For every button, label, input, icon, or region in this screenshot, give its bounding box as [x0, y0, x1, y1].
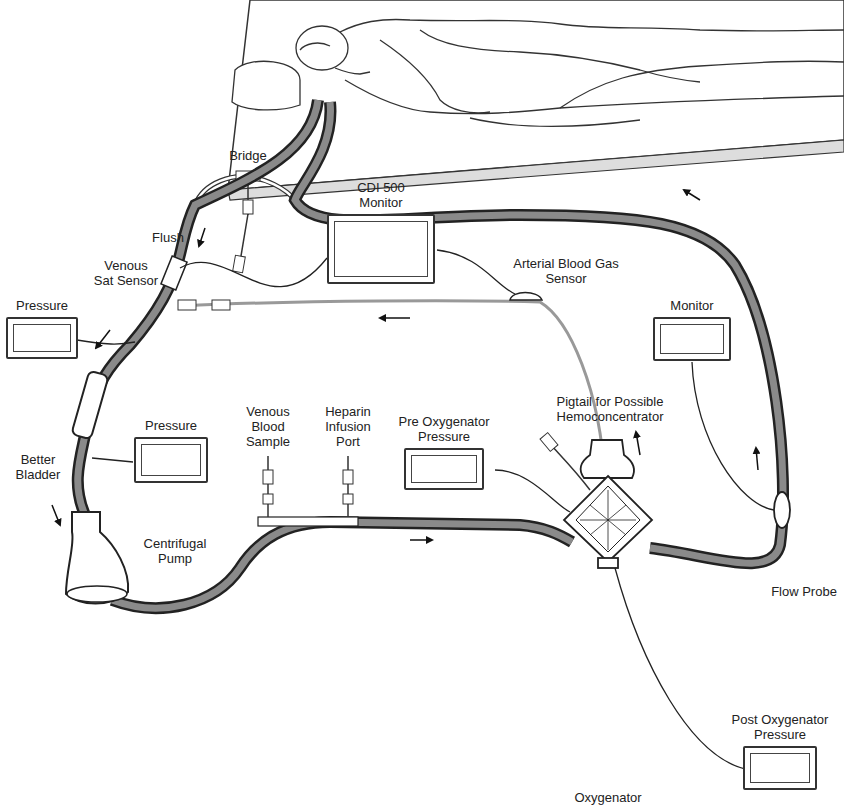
- illustration-part: [564, 476, 652, 562]
- illustration-part: [52, 505, 60, 525]
- screen-display: [141, 444, 201, 476]
- illustration-part: [300, 43, 330, 50]
- monitor-label: Post Oxygenator Pressure: [723, 712, 837, 742]
- monitor-screen: [327, 214, 435, 284]
- illustration-part: [756, 448, 758, 470]
- screen-display: [13, 324, 71, 352]
- illustration-part: [615, 568, 750, 770]
- illustration-part: [580, 490, 636, 550]
- illustration-part: [295, 102, 783, 563]
- illustration-part: [78, 100, 318, 515]
- part-label: Flush: [143, 230, 193, 245]
- illustration-part: [581, 440, 634, 478]
- better-bladder: [71, 371, 108, 440]
- illustration-part: [598, 558, 618, 568]
- illustration-part: [112, 522, 572, 608]
- illustration-part: [470, 118, 640, 127]
- monitor-box: Post Oxygenator Pressure: [722, 712, 838, 790]
- part-label: Flow Probe: [766, 584, 842, 599]
- monitor-screen: [404, 448, 484, 490]
- illustration-part: [576, 486, 640, 552]
- illustration-part: [77, 340, 135, 344]
- illustration-part: [380, 317, 410, 319]
- illustration-part: [495, 470, 570, 512]
- illustration-part: [343, 494, 353, 504]
- part-label: Arterial Blood Gas Sensor: [511, 256, 621, 286]
- pillow: [232, 61, 300, 110]
- monitor-screen: [743, 746, 817, 790]
- monitor-box: Pressure: [5, 298, 79, 359]
- screen-display: [411, 455, 477, 483]
- illustration-part: [410, 539, 432, 541]
- illustration-part: [345, 80, 844, 114]
- illustration-part: [692, 362, 774, 510]
- centrifugal-pump: [66, 512, 128, 604]
- illustration-part: [295, 102, 783, 563]
- illustration-part: [560, 61, 844, 108]
- illustration-part: [380, 40, 490, 113]
- illustration-part: [180, 258, 327, 287]
- illustration-part: [343, 470, 353, 484]
- pigtail-connector: [540, 433, 558, 452]
- flow-probe: [774, 492, 790, 528]
- patient: [296, 20, 844, 127]
- flush-connector: [233, 255, 246, 272]
- illustration-part: [182, 301, 605, 480]
- flow-arrows: [52, 190, 758, 540]
- part-label: Heparin Infusion Port: [317, 404, 379, 449]
- oxygenator: [564, 440, 652, 568]
- stopcock: [243, 200, 253, 214]
- monitor-box: Monitor: [652, 298, 732, 361]
- illustration-part: [296, 26, 348, 70]
- illustration-part: [340, 20, 844, 33]
- screen-display: [750, 753, 810, 783]
- monitor-box: CDI 500 Monitor: [325, 180, 437, 284]
- illustration-part: [112, 522, 572, 608]
- monitor-label: Monitor: [653, 298, 731, 313]
- part-label: Centrifugal Pump: [133, 536, 217, 566]
- stopcock: [212, 300, 230, 310]
- monitor-label: CDI 500 Monitor: [346, 180, 416, 210]
- illustration-part: [67, 586, 127, 602]
- illustration-part: [92, 458, 133, 462]
- illustration-part: [96, 330, 110, 348]
- illustration-part: [268, 456, 348, 517]
- monitor-label: Pressure: [134, 418, 208, 433]
- part-label: Venous Sat Sensor: [93, 258, 159, 288]
- illustration-part: [258, 517, 358, 526]
- illustration-part: [263, 494, 273, 504]
- monitor-box: Pre Oxygenator Pressure: [393, 414, 495, 490]
- part-label: Better Bladder: [8, 452, 68, 482]
- illustration-part: [437, 250, 515, 294]
- screen-display: [334, 221, 428, 277]
- monitor-screen: [134, 437, 208, 483]
- venous-sat-sensor: [161, 256, 187, 290]
- part-label: Pigtail for Possible Hemoconcentrator: [530, 394, 690, 424]
- monitor-label: Pressure: [6, 298, 78, 313]
- part-label: Bridge: [218, 148, 278, 163]
- stopcock: [178, 300, 196, 310]
- monitor-screen: [6, 317, 78, 359]
- illustration-part: [240, 214, 248, 262]
- illustration-part: [263, 470, 273, 484]
- illustration-part: [78, 100, 318, 515]
- monitor-wires: [77, 250, 774, 770]
- illustration-part: [420, 30, 700, 82]
- screen-display: [660, 324, 724, 354]
- illustration-part: [552, 446, 590, 490]
- monitor-box: Pressure: [133, 418, 209, 483]
- illustration-part: [684, 190, 700, 200]
- illustration-part: [199, 228, 205, 246]
- monitor-label: Pre Oxygenator Pressure: [394, 414, 494, 444]
- part-label: Venous Blood Sample: [239, 404, 297, 449]
- illustration-part: [335, 68, 370, 74]
- illustration-part: [636, 432, 640, 455]
- part-label: Oxygenator: [563, 790, 653, 805]
- monitor-screen: [653, 317, 731, 361]
